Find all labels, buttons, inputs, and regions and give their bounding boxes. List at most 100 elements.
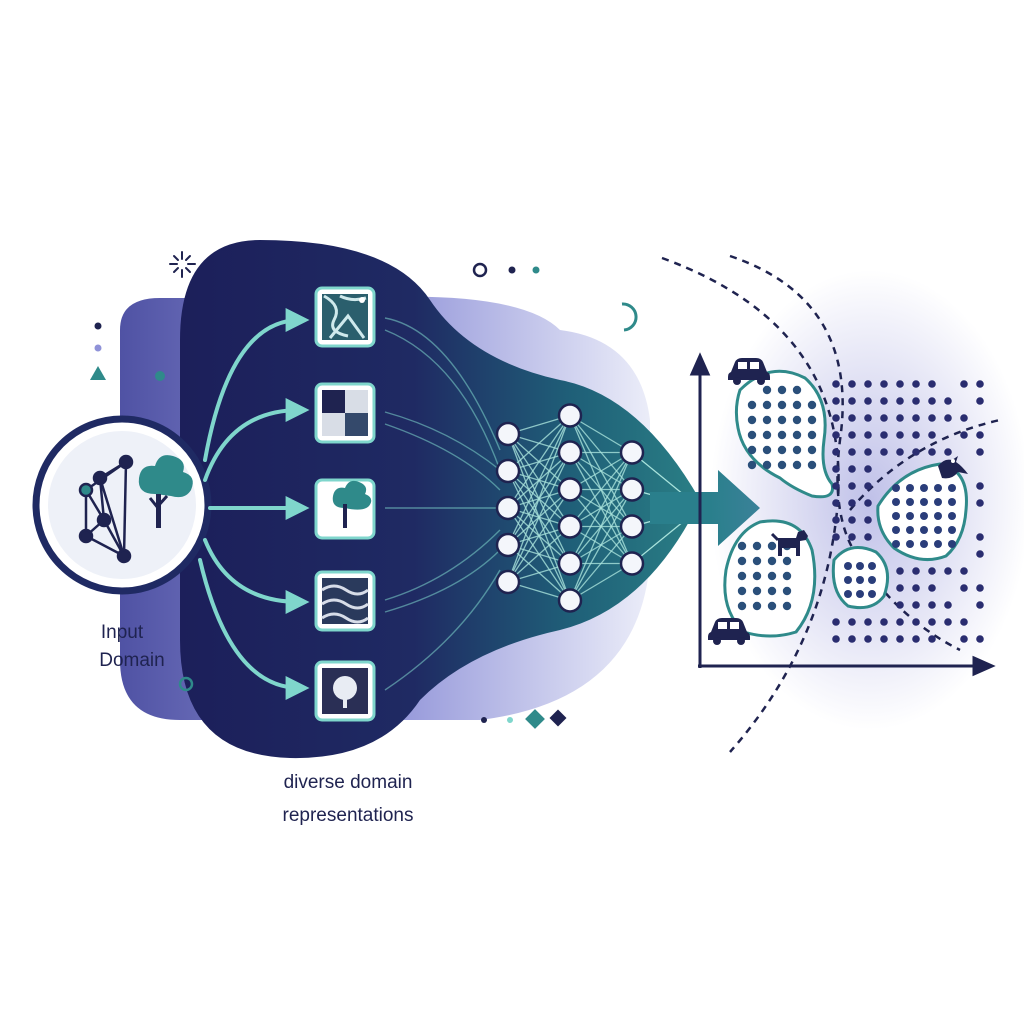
flow-lines bbox=[384, 317, 501, 691]
background-point bbox=[880, 397, 888, 405]
network-node-layer-1 bbox=[495, 569, 521, 595]
representations-caption-line2: representations bbox=[283, 805, 414, 826]
background-point bbox=[864, 465, 872, 473]
background-point bbox=[832, 618, 840, 626]
decorative-dots bbox=[90, 262, 638, 729]
background-point bbox=[896, 397, 904, 405]
representation-tiles bbox=[314, 286, 376, 722]
cluster-point bbox=[777, 415, 787, 425]
cluster-point bbox=[737, 556, 747, 566]
background-point bbox=[976, 499, 984, 507]
background-point bbox=[880, 618, 888, 626]
network-node-layer-2 bbox=[557, 588, 583, 613]
background-point bbox=[848, 465, 856, 473]
input-domain-node bbox=[32, 415, 212, 595]
network-node-layer-1 bbox=[495, 495, 521, 521]
cluster-point bbox=[747, 445, 757, 455]
network-connection bbox=[507, 415, 571, 509]
cluster-point bbox=[906, 540, 914, 548]
cluster-point bbox=[767, 601, 777, 611]
background-point bbox=[944, 414, 952, 422]
background-point bbox=[912, 380, 920, 388]
cluster-point bbox=[844, 590, 852, 598]
neural-network bbox=[495, 403, 701, 613]
background-point bbox=[976, 635, 984, 643]
tree-icon bbox=[332, 480, 372, 528]
wave-texture-icon bbox=[321, 584, 369, 624]
background-point bbox=[848, 448, 856, 456]
background-point bbox=[832, 431, 840, 439]
background-point bbox=[880, 635, 888, 643]
cluster-point bbox=[782, 556, 792, 566]
network-node-layer-3 bbox=[619, 477, 645, 502]
cluster-point bbox=[762, 385, 772, 395]
background-point bbox=[912, 567, 920, 575]
background-point bbox=[880, 380, 888, 388]
cluster-point bbox=[807, 445, 817, 455]
background-point bbox=[832, 448, 840, 456]
background-point bbox=[832, 516, 840, 524]
car-icon bbox=[708, 618, 750, 645]
cluster-point bbox=[747, 400, 757, 410]
background-point bbox=[912, 635, 920, 643]
background-point bbox=[960, 567, 968, 575]
network-connection bbox=[569, 452, 633, 564]
background-point bbox=[896, 448, 904, 456]
background-point bbox=[864, 533, 872, 541]
cluster-point bbox=[752, 586, 762, 596]
background-point bbox=[864, 635, 872, 643]
background-point bbox=[944, 567, 952, 575]
cluster-point bbox=[792, 385, 802, 395]
network-connection bbox=[507, 526, 571, 583]
background-point bbox=[880, 431, 888, 439]
tree-icon bbox=[333, 676, 357, 708]
cluster-point bbox=[844, 576, 852, 584]
background-point bbox=[896, 618, 904, 626]
background-point bbox=[960, 431, 968, 439]
cluster-point bbox=[868, 562, 876, 570]
background-point bbox=[848, 618, 856, 626]
background-point bbox=[960, 380, 968, 388]
cluster-point bbox=[920, 512, 928, 520]
cluster-point bbox=[747, 460, 757, 470]
representations-caption-line1: diverse domain bbox=[284, 772, 413, 793]
arrow-to-tile-2 bbox=[203, 398, 310, 482]
cluster-point bbox=[868, 590, 876, 598]
cluster-point bbox=[856, 590, 864, 598]
cluster-point bbox=[747, 415, 757, 425]
background-point bbox=[912, 601, 920, 609]
cluster-point bbox=[792, 400, 802, 410]
embedding-plot bbox=[661, 254, 1024, 753]
network-connection bbox=[569, 526, 633, 601]
cluster-point bbox=[906, 484, 914, 492]
background-point bbox=[880, 414, 888, 422]
input-domain-label-line1: Input bbox=[101, 622, 144, 643]
sparkle-icon bbox=[169, 251, 196, 278]
cluster-point bbox=[767, 571, 777, 581]
background-point bbox=[976, 550, 984, 558]
background-point bbox=[848, 482, 856, 490]
cluster-point bbox=[934, 498, 942, 506]
cluster-point bbox=[792, 460, 802, 470]
dog-icon bbox=[770, 530, 808, 556]
background-point bbox=[912, 431, 920, 439]
representation-tile-4 bbox=[314, 570, 376, 632]
background-point bbox=[976, 584, 984, 592]
cluster-point bbox=[807, 460, 817, 470]
background-point bbox=[832, 635, 840, 643]
arrow-to-tile-1 bbox=[203, 308, 310, 462]
plot-axes bbox=[689, 352, 996, 677]
background-point bbox=[864, 482, 872, 490]
background-point bbox=[832, 380, 840, 388]
background-point bbox=[976, 448, 984, 456]
background-point bbox=[960, 584, 968, 592]
input-domain-label-line2: Domain bbox=[99, 650, 164, 671]
background-point bbox=[976, 601, 984, 609]
background-point bbox=[864, 618, 872, 626]
background-point bbox=[832, 533, 840, 541]
cluster-point bbox=[892, 484, 900, 492]
representation-tile-5 bbox=[314, 660, 376, 722]
background-point bbox=[960, 618, 968, 626]
cluster-point bbox=[856, 562, 864, 570]
network-node-layer-3 bbox=[619, 440, 645, 465]
